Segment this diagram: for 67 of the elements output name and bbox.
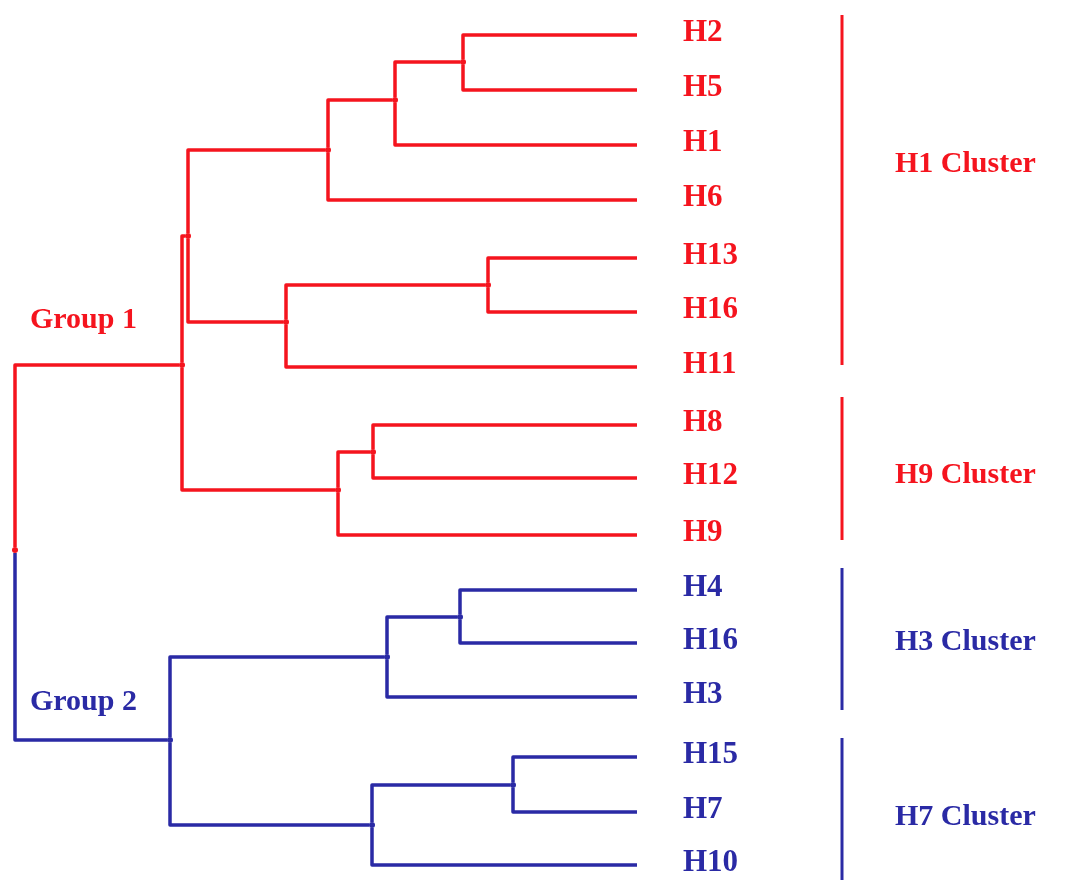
tree-branch [186,239,283,324]
leaf-label: H8 [683,404,723,438]
leaf-label: H1 [683,124,723,158]
leaf-label: H4 [683,569,723,603]
branch-node [460,59,466,65]
tree-branch [326,153,637,202]
group-label: Group 2 [30,683,137,717]
branch-node [510,782,516,788]
branch-node [167,737,173,743]
cluster-label: H7 Cluster [895,798,1036,832]
group-label: Group 1 [30,301,137,335]
tree-branch [511,788,637,814]
tree-branch [180,368,335,492]
branch-node [283,319,289,325]
tree-branch [168,743,369,827]
leaf-label: H16 [683,622,739,656]
tree-branch [180,234,185,362]
leaf-label: H7 [683,791,723,825]
branch-node [185,233,191,239]
leaf-label: H10 [683,844,739,878]
tree-branch [486,256,637,282]
tree-branch [186,148,325,233]
cluster-label: H3 Cluster [895,623,1036,657]
tree-branch [486,288,637,314]
tree-branch [13,553,167,742]
tree-branch [511,755,637,782]
tree-branch [458,620,637,645]
tree-branch [326,98,392,147]
tree-branch [385,660,637,699]
tree-branch [385,615,457,654]
leaf-label: H15 [683,736,739,770]
branch-node [325,147,331,153]
leaf-label: H3 [683,676,723,710]
leaf-label: H9 [683,514,723,548]
branch-node [335,487,341,493]
tree-branch [371,423,637,449]
tree-branch [461,65,637,92]
branch-node [392,97,398,103]
leaf-label: H11 [683,346,737,380]
branch-node [179,362,185,368]
tree-branch [370,783,510,822]
cluster-label: H9 Cluster [895,456,1036,490]
leaf-label: H2 [683,14,723,48]
tree-branch [370,828,637,867]
leaf-label: H16 [683,291,739,325]
tree-branch [371,455,637,480]
branch-node [384,654,390,660]
leaf-label: H6 [683,179,723,213]
leaf-label: H5 [683,69,723,103]
tree-branch [336,493,637,537]
cluster-label: H1 Cluster [895,145,1036,179]
tree-branch [284,283,485,319]
tree-branch [458,588,637,614]
branch-node [369,822,375,828]
tree-branch [284,325,637,369]
tree-branch [393,103,637,147]
leaf-label: H12 [683,457,739,491]
branch-node [457,614,463,620]
tree-branch [13,363,179,547]
tree-branch [168,655,384,737]
tree-branch [336,450,370,487]
leaf-label: H13 [683,237,739,271]
tree-branch [393,60,460,97]
tree-branch [461,33,637,59]
branch-node [485,282,491,288]
branch-node [12,547,18,553]
branch-node [370,449,376,455]
